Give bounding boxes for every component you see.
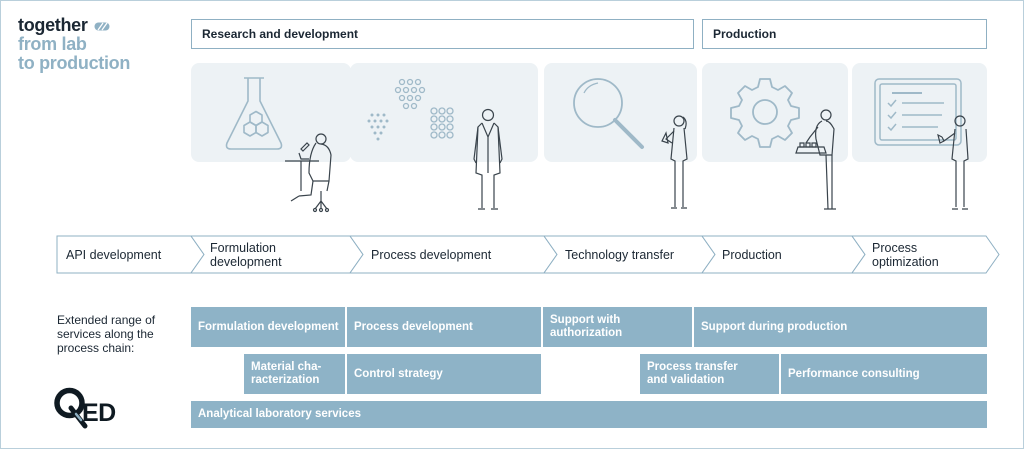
qed-logo-text: ED [82, 399, 116, 427]
step-api-development: API development [66, 247, 162, 262]
service-process-development: Process development [347, 307, 541, 347]
capsule-icon [94, 22, 110, 31]
illustration-tile-4 [702, 63, 848, 162]
step-formulation-development: Formulation development [210, 240, 282, 269]
tagline-line-3: to production [18, 53, 131, 73]
phase-research-development: Research and development [191, 19, 694, 49]
service-formulation-development: Formulation development [191, 307, 345, 347]
service-analytical-laboratory: Analytical laboratory services [191, 401, 987, 428]
service-support-during-production: Support during production [694, 307, 987, 347]
step-process-development: Process development [371, 247, 492, 262]
tagline-line-2: from lab [18, 34, 87, 54]
service-process-transfer-validation: Process transfer and validation [640, 354, 779, 394]
service-material-characterization: Material cha-racterization [244, 354, 345, 394]
step-process-optimization: Process optimization [872, 240, 939, 269]
extended-services-label: Extended range of services along the pro… [57, 313, 156, 355]
step-production: Production [722, 247, 782, 262]
tagline-line-1: together [18, 15, 88, 35]
magnifier-analyst-illustration [573, 78, 688, 209]
step-6-shape [851, 235, 1000, 274]
step-technology-transfer: Technology transfer [565, 247, 675, 262]
checklist-screen-illustration [874, 78, 969, 210]
gear-operator-illustration [730, 78, 836, 210]
service-support-with-authorization: Support with authorization [543, 307, 692, 347]
tagline: together from lab to production [18, 16, 130, 73]
qed-logo-q-icon [54, 387, 88, 429]
molecules-researcher-illustration [367, 78, 503, 210]
service-performance-consulting: Performance consulting [781, 354, 987, 394]
flask-scientist-illustration [225, 77, 332, 213]
service-control-strategy: Control strategy [347, 354, 541, 394]
phase-production: Production [702, 19, 987, 49]
